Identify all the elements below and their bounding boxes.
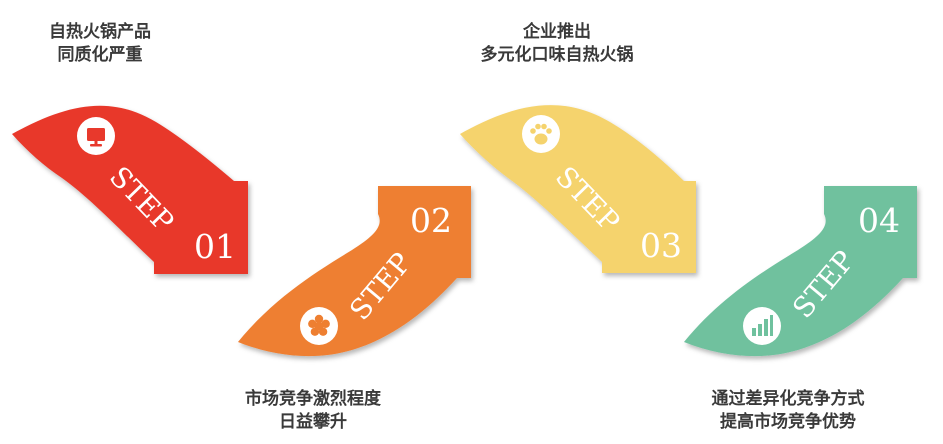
step-03-group: STEP 03 <box>460 105 696 273</box>
step-03-caption: 企业推出 多元化口味自热火锅 <box>437 21 677 67</box>
step-01-caption-line-1: 自热火锅产品 <box>49 22 151 42</box>
step-02-group: STEP 02 <box>238 186 471 357</box>
step-01-number: 01 <box>194 227 236 266</box>
step-01-caption: 自热火锅产品 同质化严重 <box>0 21 220 67</box>
step-04-caption-line-2: 提高市场竞争优势 <box>720 412 856 432</box>
step-02-caption-line-1: 市场竞争激烈程度 <box>245 389 381 409</box>
step-04-number: 04 <box>858 201 900 240</box>
step-04-arrow <box>684 186 917 357</box>
step-03-arrow <box>460 105 696 273</box>
step-04-caption: 通过差异化竞争方式 提高市场竞争优势 <box>668 388 908 434</box>
step-01-caption-line-2: 同质化严重 <box>57 45 143 65</box>
step-04-caption-line-1: 通过差异化竞争方式 <box>711 389 865 409</box>
step-02-caption: 市场竞争激烈程度 日益攀升 <box>193 388 433 434</box>
flower-icon <box>308 314 330 336</box>
step-03-icon-badge <box>522 115 560 153</box>
step-01-arrow <box>12 105 248 274</box>
paw-icon <box>530 123 552 145</box>
step-02-arrow <box>238 186 471 357</box>
step-01-group: STEP 01 <box>12 105 248 274</box>
step-03-caption-line-1: 企业推出 <box>523 22 591 42</box>
bar-chart-icon <box>752 315 773 336</box>
step-03-number: 03 <box>640 226 682 265</box>
step-04-icon-badge <box>743 307 781 345</box>
step-04-group: STEP 04 <box>684 186 917 357</box>
step-03-caption-line-2: 多元化口味自热火锅 <box>480 45 634 65</box>
step-02-caption-line-2: 日益攀升 <box>279 412 347 432</box>
monitor-icon <box>87 128 105 147</box>
step-02-number: 02 <box>410 201 452 240</box>
step-02-icon-badge <box>300 307 338 345</box>
step-01-icon-badge <box>77 117 115 155</box>
